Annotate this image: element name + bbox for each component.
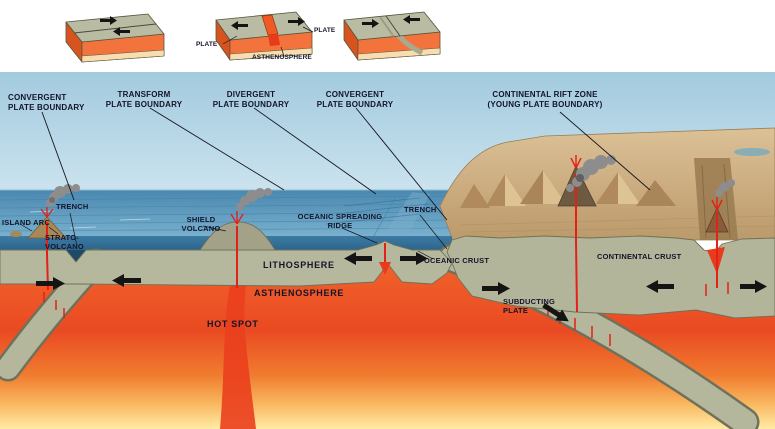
label-legend-plate-left: PLATE (196, 41, 218, 48)
leader-convergent-left (41, 111, 75, 201)
label-trench-right: TRENCH (404, 205, 437, 214)
label-spreading-ridge: OCEANIC SPREADING RIDGE (297, 212, 383, 230)
arrow-left-toward-trench (112, 274, 141, 287)
continent-landform (439, 127, 775, 241)
arrow-subducting-plate (542, 303, 569, 322)
plate-motion-arrows (36, 252, 767, 322)
label-trench-left: TRENCH (56, 202, 89, 211)
arrow-right-subduction (482, 282, 510, 295)
arrow-right-rift (740, 280, 767, 293)
lithosphere-band (0, 240, 453, 287)
leader-divergent (253, 107, 377, 195)
label-shield-volcano: SHIELD VOLCANO (181, 215, 221, 233)
continental-conduit (575, 172, 578, 313)
transform-fault-lines (325, 197, 429, 225)
arrow-right-left-plate (36, 277, 65, 290)
leader-trench-right (419, 214, 448, 250)
leader-shield (202, 225, 227, 232)
leader-transform (149, 107, 285, 191)
leader-strato (48, 226, 59, 235)
label-convergent-boundary-right: CONVERGENT PLATE BOUNDARY (316, 90, 394, 109)
leader-lines (19, 107, 651, 260)
label-subducting-plate: SUBDUCTING PLATE (503, 297, 555, 315)
label-strato-volcano: STRATO- VOLCANO (45, 233, 84, 251)
label-continental-rift-zone: CONTINENTAL RIFT ZONE (YOUNG PLATE BOUND… (487, 90, 603, 109)
shield-volcano-smoke (236, 188, 272, 211)
leader-convergent-right (355, 107, 448, 221)
label-asthenosphere: ASTHENOSPHERE (254, 288, 345, 298)
label-transform-boundary: TRANSFORM PLATE BOUNDARY (105, 90, 183, 109)
trench-left-shadow (66, 250, 86, 263)
legend-transform-block (65, 13, 165, 63)
island-arc-conduit (46, 222, 49, 291)
label-continental-crust: CONTINENTAL CRUST (597, 252, 682, 261)
ridge-upwelling (379, 262, 391, 275)
island-arc-smoke (46, 184, 80, 207)
arrow-right-ridge (400, 252, 428, 265)
arrow-left-ridge (344, 252, 372, 265)
legend-convergent-block (343, 11, 441, 61)
leader-island-arc (19, 223, 33, 232)
label-convergent-boundary-left: CONVERGENT PLATE BOUNDARY (8, 93, 85, 112)
ridge-stripe (374, 192, 430, 250)
magma-conduits (40, 155, 729, 346)
label-lithosphere: LITHOSPHERE (263, 260, 335, 270)
label-legend-asthenosphere: ASTHENOSPHERE (252, 54, 312, 61)
hot-spot-plume (220, 286, 256, 429)
label-hot-spot: HOT SPOT (207, 319, 259, 329)
leader-rift (559, 111, 651, 191)
continental-volcano-smoke (566, 155, 616, 192)
arrow-left-rift (646, 280, 674, 293)
label-divergent-boundary: DIVERGENT PLATE BOUNDARY (212, 90, 290, 109)
leader-ridge (341, 227, 378, 244)
smoke-plumes (46, 155, 735, 211)
rift-volcano-smoke (715, 179, 735, 197)
legend-divergent-block (215, 11, 314, 61)
leader-oceanic-crust (417, 250, 434, 260)
legend-blocks (65, 11, 441, 63)
label-legend-plate-right: PLATE (314, 27, 336, 34)
label-island-arc: ISLAND ARC (2, 218, 50, 227)
label-oceanic-crust: OCEANIC CRUST (424, 256, 490, 265)
leader-trench-left (69, 212, 78, 247)
